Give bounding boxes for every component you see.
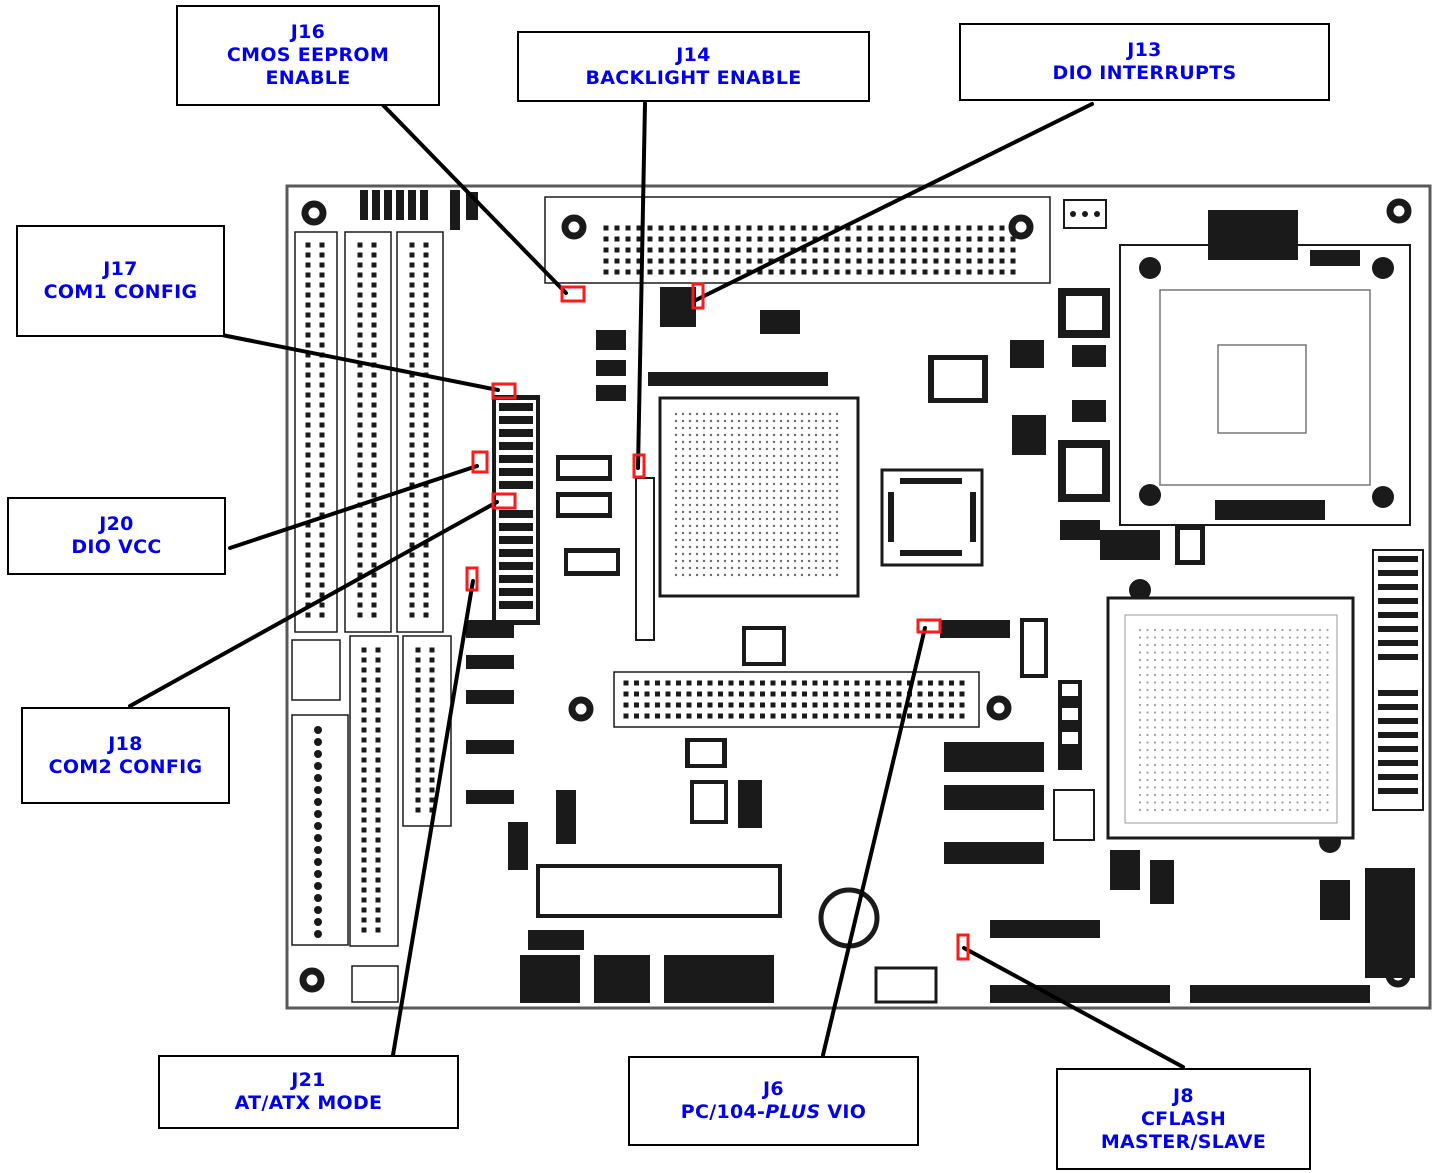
callout-j6-line1-suffix: VIO (820, 1101, 867, 1123)
bottom-header-pins (623, 680, 965, 719)
cpu-ball-grid (674, 412, 839, 577)
callout-j18: J18 COM2 CONFIG (21, 707, 230, 804)
top-header-pins (603, 225, 1016, 275)
leader-line-j8 (962, 946, 1185, 1069)
jumper-j18 (491, 492, 517, 510)
jumper-j21 (465, 566, 479, 592)
leader-line-j6 (821, 626, 927, 1057)
callout-j18-line1: COM2 CONFIG (48, 755, 203, 778)
callout-j21-designator: J21 (291, 1069, 326, 1091)
callout-j20-line1: DIO VCC (71, 536, 162, 558)
callout-j13-designator: J13 (1127, 39, 1162, 61)
callout-j18-designator: J18 (108, 732, 143, 755)
callout-j14-designator: J14 (676, 43, 711, 66)
cpu-chip (658, 396, 860, 598)
plcc-pins (888, 478, 976, 556)
callout-j17-line1: COM1 CONFIG (43, 281, 198, 303)
leader-line-j13 (694, 102, 1094, 302)
socket-feet (1129, 257, 1394, 853)
upper-right-die (1217, 344, 1307, 434)
leader-line-j20 (228, 464, 479, 550)
callout-j21: J21 AT/ATX MODE (158, 1055, 459, 1129)
callout-j13: J13 DIO INTERRUPTS (959, 23, 1330, 101)
callout-j20: J20 DIO VCC (7, 497, 226, 575)
callout-j6-line1: PC/104-PLUS VIO (681, 1101, 867, 1124)
misc-components (466, 199, 1415, 1004)
jumper-j14 (632, 453, 646, 479)
callout-j8-line1: CFLASH (1140, 1107, 1227, 1130)
callout-j14-line1: BACKLIGHT ENABLE (585, 66, 802, 89)
leader-line-j21 (391, 579, 475, 1057)
callout-j16-designator: J16 (290, 21, 326, 43)
leader-line-j17 (220, 333, 500, 392)
lower-chip-ball-grid (1138, 628, 1329, 812)
jumper-j13 (691, 282, 705, 310)
jumper-j17 (491, 382, 517, 400)
jumper-j6 (916, 618, 942, 634)
bottom-header (613, 671, 980, 728)
callout-j17: J17 COM1 CONFIG (16, 225, 225, 337)
callout-j16: J16 CMOS EEPROM ENABLE (176, 5, 440, 106)
callout-j17-designator: J17 (103, 258, 138, 280)
callout-j6-designator: J6 (763, 1078, 784, 1100)
jumper-j20 (471, 450, 489, 474)
callout-j8: J8 CFLASH MASTER/SLAVE (1056, 1068, 1311, 1170)
plcc-chip (880, 468, 984, 567)
upper-right-socket-inner (1159, 289, 1371, 486)
callout-j16-line2: ENABLE (265, 67, 351, 89)
jumper-highlights (465, 282, 970, 961)
callout-j13-line1: DIO INTERRUPTS (1052, 62, 1237, 84)
callout-j6-line1-italic: PLUS (765, 1101, 821, 1123)
leader-line-j16 (380, 102, 568, 295)
callout-j21-line1: AT/ATX MODE (234, 1092, 383, 1114)
callout-j20-designator: J20 (99, 513, 134, 535)
leader-line-j14 (636, 101, 647, 470)
right-edge-header (1372, 549, 1424, 811)
left-connectors (291, 231, 452, 1003)
leader-lines (128, 101, 1185, 1069)
jumper-j16 (560, 285, 586, 303)
callout-j8-line2: MASTER/SLAVE (1100, 1130, 1267, 1153)
jumper-j8 (956, 933, 970, 961)
top-header (544, 196, 1051, 284)
callout-j8-designator: J8 (1173, 1084, 1194, 1107)
callout-j14: J14 BACKLIGHT ENABLE (517, 31, 870, 102)
lower-right-chip-inner (1124, 614, 1338, 824)
connector-pins (305, 242, 435, 938)
callout-j16-line1: CMOS EEPROM (226, 44, 390, 66)
upper-right-socket (1119, 244, 1411, 526)
callout-j6: J6 PC/104-PLUS VIO (628, 1056, 919, 1146)
leader-line-j18 (128, 500, 499, 708)
callout-j6-line1-prefix: PC/104- (680, 1101, 766, 1123)
right-edge-pins (1378, 556, 1418, 794)
